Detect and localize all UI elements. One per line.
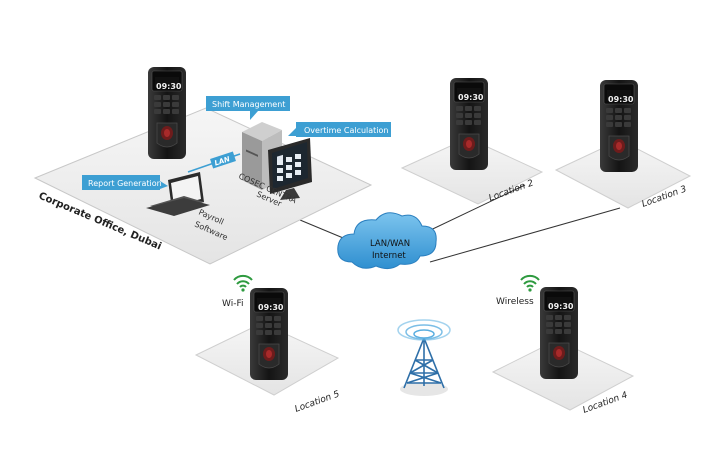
laptop — [146, 172, 210, 216]
svg-text:Shift Management: Shift Management — [212, 100, 285, 109]
link-cloud-location3 — [429, 207, 621, 263]
wireless-icon — [520, 274, 540, 293]
location3-device — [599, 79, 639, 173]
link-office-cloud — [299, 219, 349, 241]
cloud-label-line2: Internet — [372, 251, 406, 261]
svg-text:Overtime Calculation: Overtime Calculation — [304, 126, 389, 135]
location5-device-time: 09:30 — [258, 303, 284, 312]
tower-signal-waves — [397, 319, 451, 341]
location3-platform — [554, 139, 692, 209]
location3-device-time: 09:30 — [608, 95, 634, 104]
location4-device — [539, 286, 579, 380]
location2-platform — [400, 137, 544, 205]
wifi-icon — [233, 274, 253, 293]
wireless-label: Wireless — [496, 297, 534, 307]
location5-label: Location 5 — [294, 389, 342, 415]
wireless-tower — [397, 319, 451, 396]
wifi-label: Wi-Fi — [222, 299, 243, 309]
location2-device — [449, 77, 489, 171]
location4-device-time: 09:30 — [548, 302, 574, 311]
callout-shift-management: Shift Management — [206, 96, 290, 120]
server-monitor — [268, 138, 312, 200]
cloud-label-line1: LAN/WAN — [370, 239, 410, 249]
monitor-screen-icons — [277, 154, 301, 181]
network-links — [299, 184, 621, 263]
location5-device — [249, 287, 289, 381]
svg-text:Report Generation: Report Generation — [88, 179, 162, 188]
internet-cloud: LAN/WAN Internet — [337, 212, 437, 270]
link-cloud-location2 — [417, 184, 526, 237]
office-device — [147, 66, 187, 160]
location2-device-time: 09:30 — [458, 93, 484, 102]
callout-report-generation: Report Generation — [82, 175, 168, 190]
office-device-time: 09:30 — [156, 82, 182, 91]
callout-overtime-calculation: Overtime Calculation — [288, 122, 391, 137]
